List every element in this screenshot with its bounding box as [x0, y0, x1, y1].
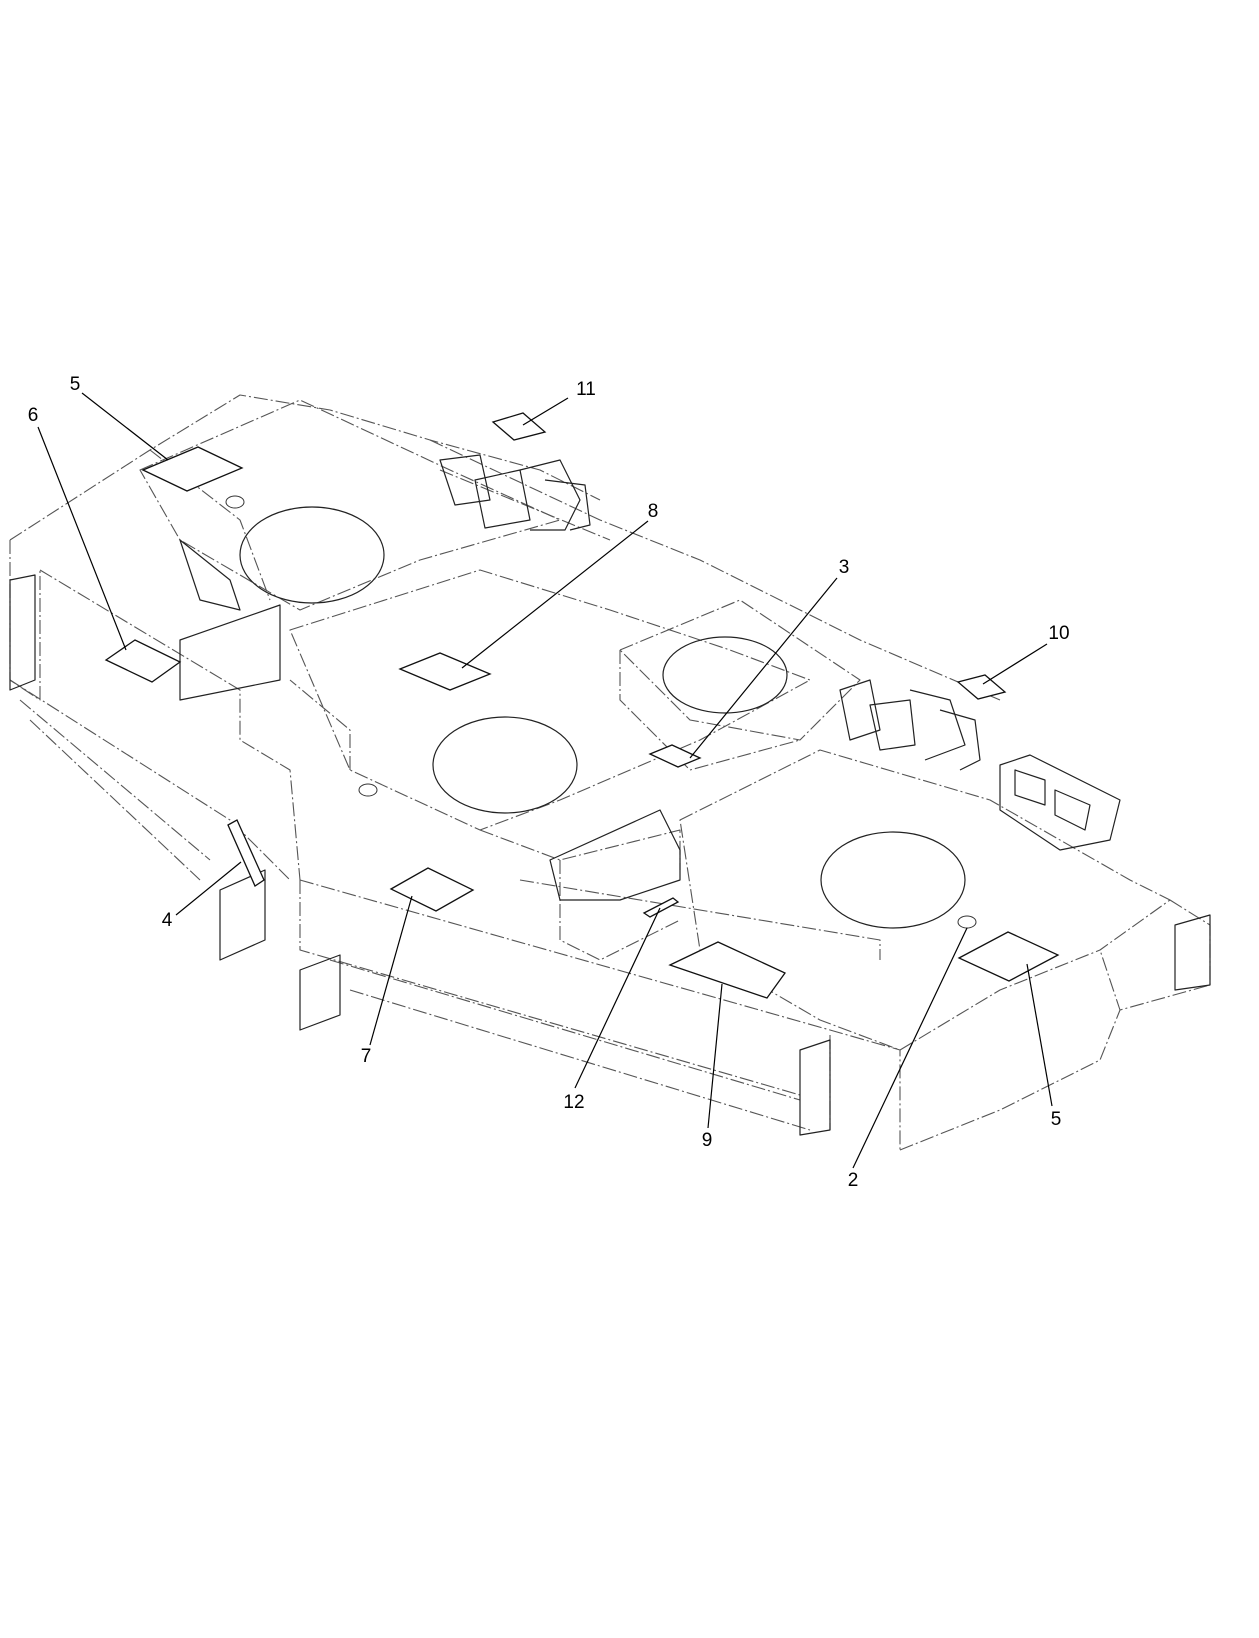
callout-10: 10	[1048, 623, 1069, 644]
callout-5-bottom: 5	[1051, 1109, 1062, 1130]
brackets-and-hitches	[9, 454, 1211, 1136]
spindle-housing-opening	[662, 636, 788, 714]
callout-11: 11	[576, 379, 596, 400]
decal-11	[491, 412, 547, 441]
callout-12: 12	[563, 1092, 584, 1113]
decal-4	[227, 819, 265, 887]
center-blade-opening	[432, 716, 578, 814]
deck-body	[9, 394, 1211, 1151]
callout-9: 9	[702, 1130, 713, 1151]
left-blade-opening	[239, 506, 385, 604]
decal-10	[956, 674, 1007, 700]
decal-7	[389, 867, 475, 912]
decal-6	[104, 639, 182, 683]
decal-9	[668, 941, 786, 999]
decal-8	[398, 652, 492, 691]
leader-lines	[37, 392, 1053, 1169]
callout-7: 7	[361, 1046, 372, 1067]
callout-3: 3	[839, 557, 850, 578]
callout-8: 8	[648, 501, 659, 522]
decals	[104, 412, 1060, 999]
blade-openings	[225, 495, 977, 929]
decal-12	[642, 897, 680, 918]
callout-2: 2	[848, 1170, 859, 1191]
decal-5-bottom	[957, 931, 1060, 982]
callout-labels: 5 6 11 8 3 10 4 7 12 9 2 5	[28, 374, 1070, 1191]
callout-6: 6	[28, 405, 39, 426]
callout-4: 4	[162, 910, 173, 931]
decal-3	[648, 744, 702, 768]
decal-5-top	[141, 446, 244, 492]
right-blade-opening	[820, 831, 966, 929]
callout-5-top: 5	[70, 374, 81, 395]
